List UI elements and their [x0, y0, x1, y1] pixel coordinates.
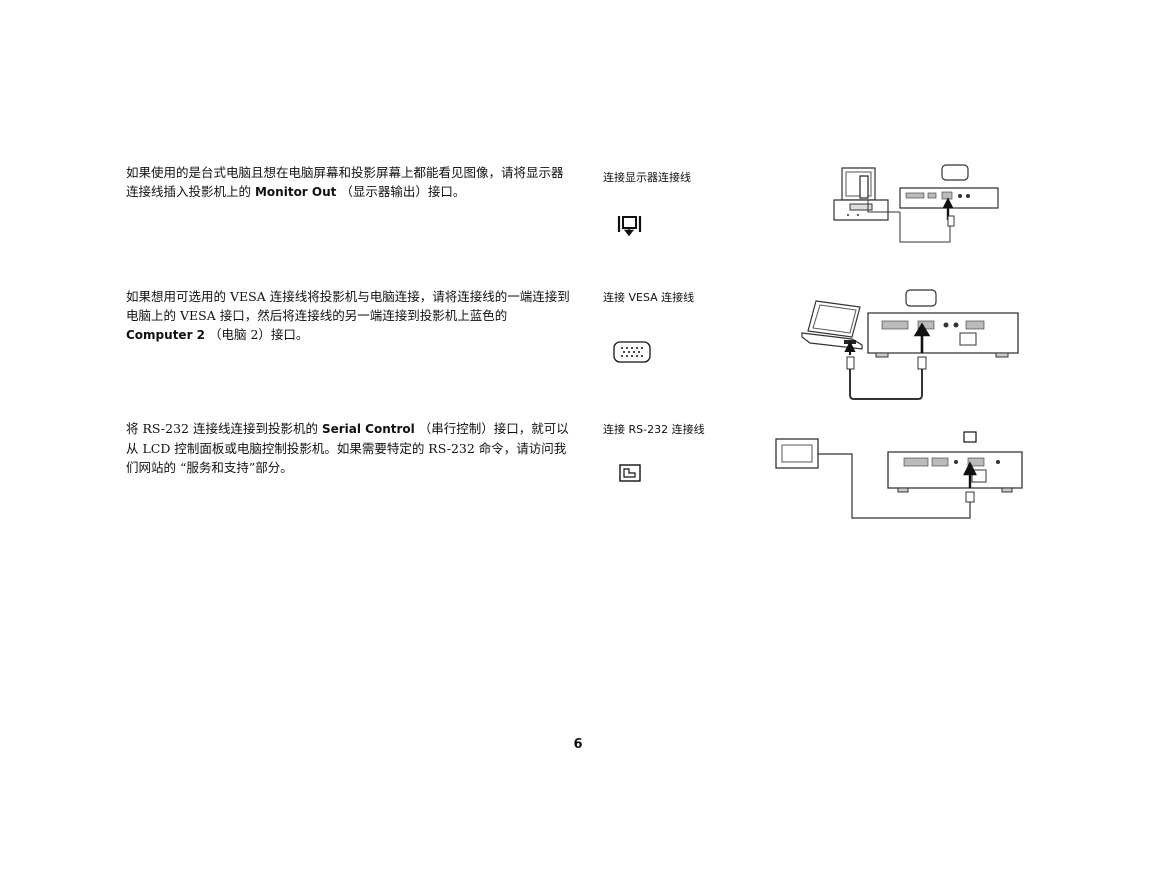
monitor-cable-caption: 连接显示器连接线 [603, 171, 691, 184]
page-number: 6 [573, 737, 583, 752]
port-name: Computer 2 [126, 328, 206, 342]
serial-port-icon [619, 464, 641, 482]
paragraph-text: 如果想用可选用的 VESA 连接线将投影机与电脑连接，请将连接线的一端连接到电脑… [126, 289, 570, 323]
monitor-connection-diagram [830, 160, 1005, 245]
port-name: Monitor Out [254, 185, 337, 199]
vesa-paragraph: 如果想用可选用的 VESA 连接线将投影机与电脑连接，请将连接线的一端连接到电脑… [126, 287, 571, 345]
vesa-cable-caption: 连接 VESA 连接线 [603, 291, 695, 304]
monitor-out-paragraph: 如果使用的是台式电脑且想在电脑屏幕和投影屏幕上都能看见图像，请将显示器连接线插入… [126, 163, 571, 202]
rs232-paragraph: 将 RS-232 连接线连接到投影机的 Serial Control （串行控制… [126, 419, 571, 477]
vesa-connection-diagram [800, 285, 1025, 403]
monitor-out-icon [617, 213, 643, 239]
rs232-connection-diagram [772, 430, 1032, 522]
port-name: Serial Control [321, 422, 415, 436]
paragraph-text: （电脑 2）接口。 [205, 327, 309, 342]
paragraph-text: 如果使用的是台式电脑且想在电脑屏幕和投影屏幕上都能看见图像，请将显示器连接线插入… [126, 165, 564, 199]
rs232-cable-caption: 连接 RS-232 连接线 [603, 423, 705, 436]
vesa-connector-icon [613, 341, 651, 363]
paragraph-text: （显示器输出）接口。 [336, 184, 466, 199]
paragraph-text: 将 RS-232 连接线连接到投影机的 [126, 421, 322, 436]
paragraph-text: （串行控制）接口，就可以从 LCD 控制面板或电脑控制投影机。如果需要特定的 R… [126, 421, 569, 475]
